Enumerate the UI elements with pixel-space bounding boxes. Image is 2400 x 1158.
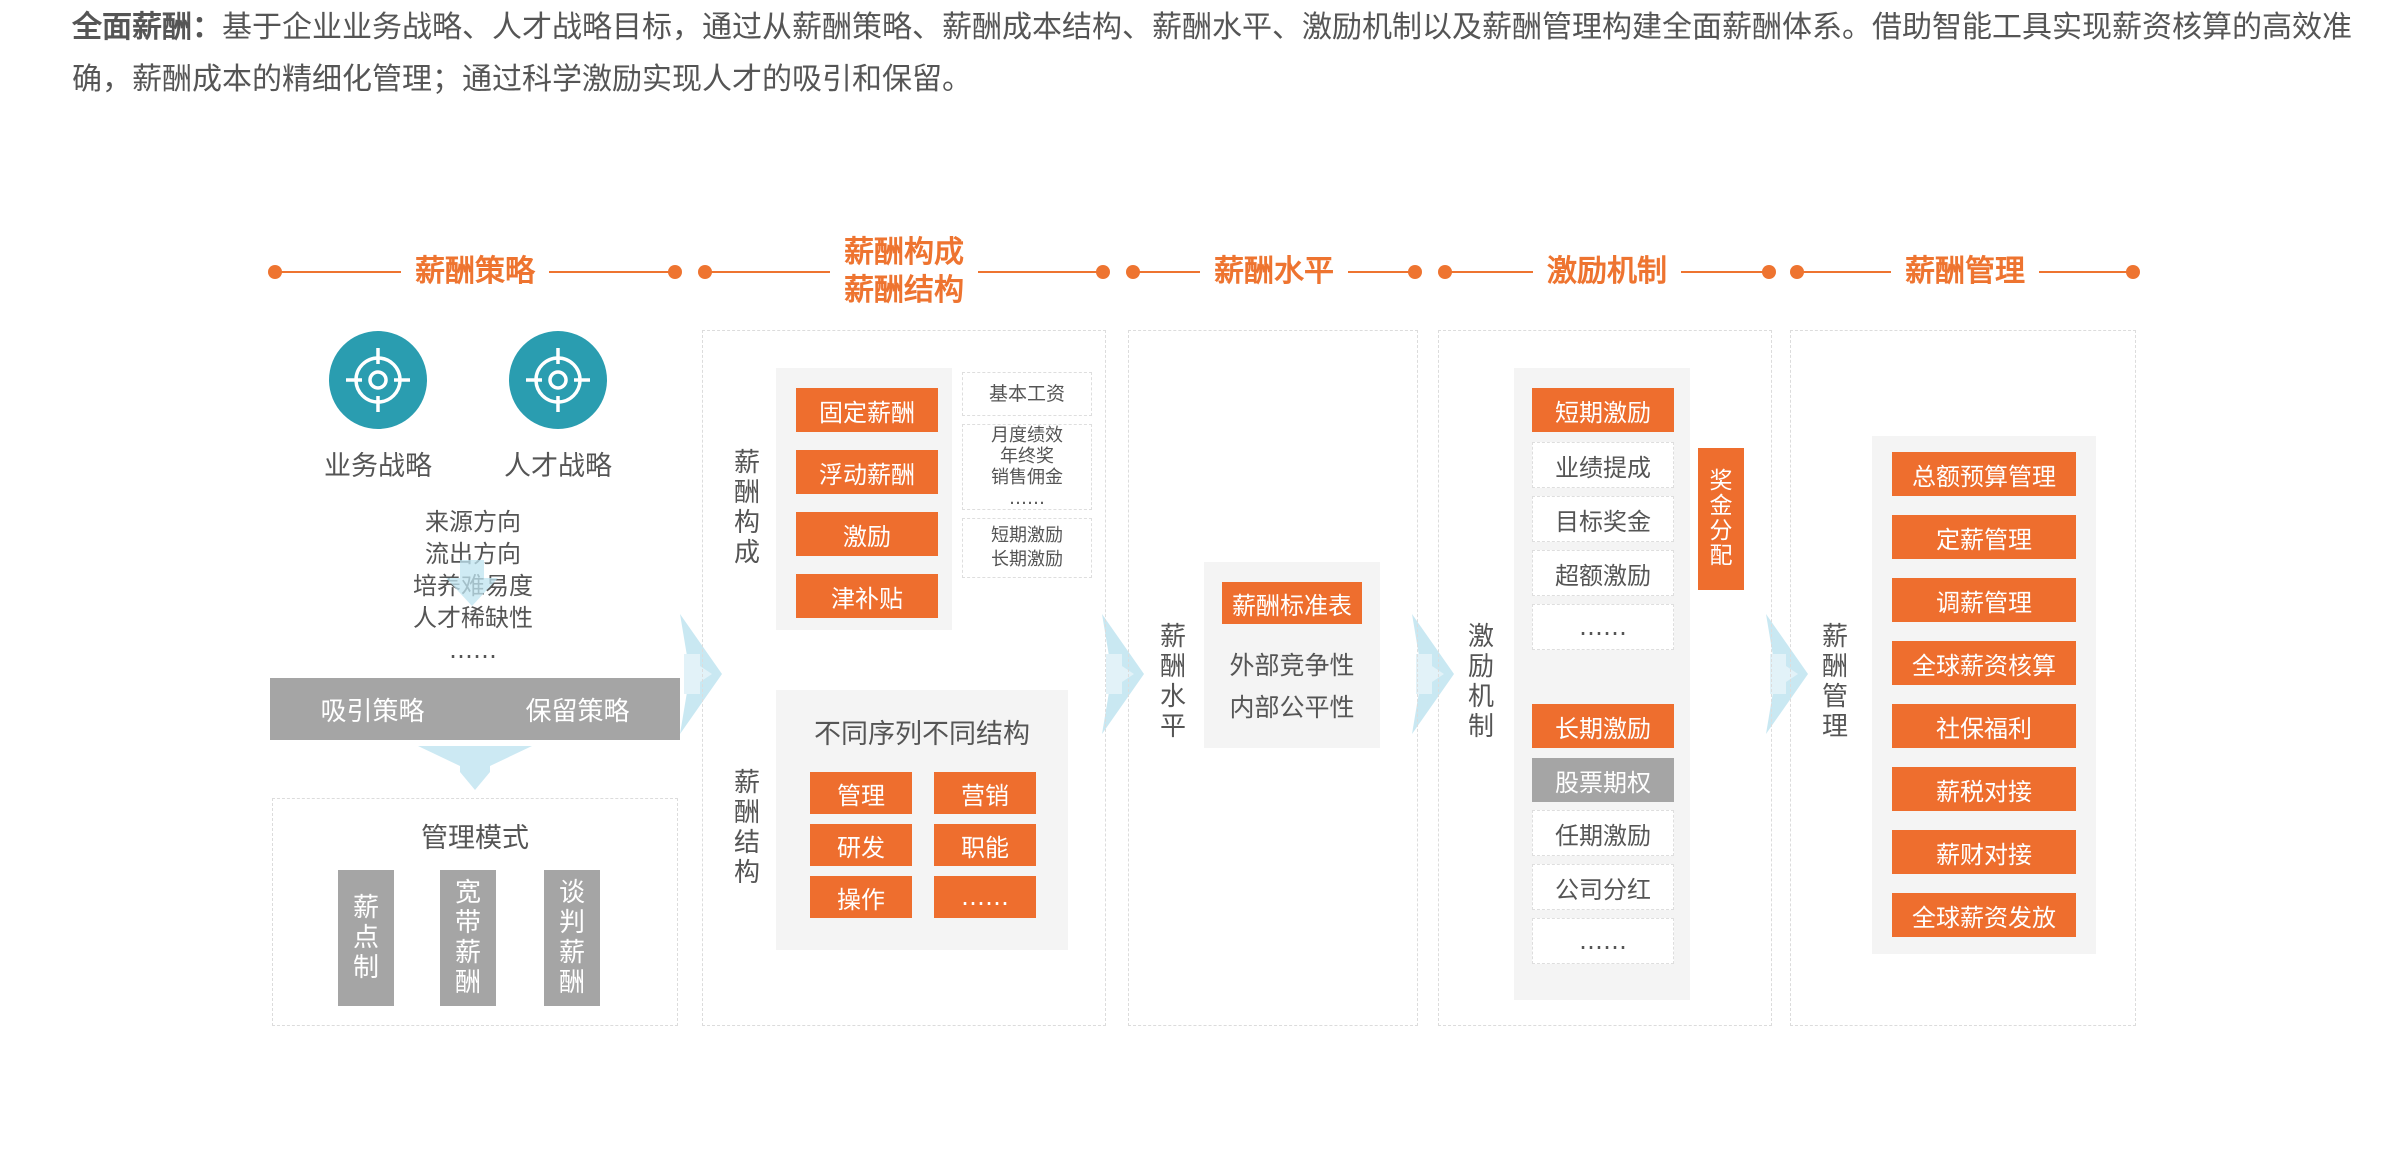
- header-management: 薪酬管理: [1790, 232, 2140, 312]
- incentive-item: 超额激励: [1532, 550, 1674, 596]
- factor-item: ……: [449, 636, 497, 664]
- business-strategy-label: 业务战略: [324, 451, 432, 482]
- talent-strategy-label: 人才战略: [504, 451, 612, 482]
- incentive-label: 激励机制: [1467, 622, 1494, 742]
- incentive-item: 业绩提成: [1532, 442, 1674, 488]
- management-item: 薪税对接: [1892, 767, 2076, 811]
- composition-label: 薪酬构成: [733, 448, 760, 568]
- management-item: 总额预算管理: [1892, 452, 2076, 496]
- down-arrow-icon: [446, 560, 498, 606]
- header-strategy-title: 薪酬策略: [401, 253, 549, 291]
- structure-item: 研发: [810, 824, 912, 866]
- detail-text: 基本工资: [988, 382, 1065, 405]
- stock-option-item: 股票期权: [1532, 758, 1674, 802]
- right-arrow-icon: [1412, 614, 1454, 734]
- detail-text: 月度绩效 年终奖 销售佣金 ……: [991, 425, 1063, 509]
- factor-item: 来源方向: [425, 508, 521, 536]
- structure-label: 薪酬结构: [733, 768, 760, 888]
- composition-item: 固定薪酬: [796, 388, 938, 432]
- detail-text: 短期激励 长期激励: [991, 525, 1063, 570]
- header-incentive-title: 激励机制: [1533, 253, 1681, 291]
- composition-item: 激励: [796, 512, 938, 556]
- incentive-item: ……: [1532, 604, 1674, 650]
- composition-panel: [702, 330, 1106, 1026]
- mode-card: 谈判薪酬: [544, 870, 600, 1006]
- mode-label: 宽带薪酬: [454, 878, 481, 998]
- strategy-bar: 吸引策略 保留策略: [270, 678, 680, 740]
- attract-strategy-label: 吸引策略: [320, 696, 425, 727]
- management-item: 调薪管理: [1892, 578, 2076, 622]
- bonus-distribution-item: 奖金分配: [1698, 448, 1744, 590]
- management-box: [1872, 436, 2096, 954]
- structure-item: 操作: [810, 876, 912, 918]
- header-strategy: 薪酬策略: [268, 232, 682, 312]
- management-item: 全球薪资核算: [1892, 641, 2076, 685]
- composition-item: 浮动薪酬: [796, 450, 938, 494]
- right-arrow-icon: [680, 614, 722, 734]
- management-label: 薪酬管理: [1821, 622, 1848, 742]
- intro-paragraph: 全面薪酬：基于企业业务战略、人才战略目标，通过从薪酬策略、薪酬成本结构、薪酬水平…: [72, 2, 2372, 106]
- composition-detail: 基本工资: [962, 372, 1092, 416]
- header-management-title: 薪酬管理: [1891, 253, 2039, 291]
- long-term-incentive-title: 长期激励: [1532, 704, 1674, 748]
- management-item: 全球薪资发放: [1892, 893, 2076, 937]
- structure-title: 不同序列不同结构: [814, 719, 1030, 750]
- structure-item: 营销: [934, 772, 1036, 814]
- management-mode-title: 管理模式: [421, 823, 529, 854]
- management-mode-panel: [272, 798, 678, 1026]
- composition-detail: 短期激励 长期激励: [962, 518, 1092, 578]
- right-arrow-icon: [1766, 614, 1808, 734]
- level-label: 薪酬水平: [1159, 622, 1186, 742]
- header-composition-title: 薪酬构成 薪酬结构: [830, 234, 978, 310]
- structure-item: ……: [934, 876, 1036, 918]
- factor-list: 来源方向 流出方向 培养难易度 人才稀缺性 ……: [388, 506, 558, 666]
- retain-strategy-label: 保留策略: [525, 696, 630, 727]
- composition-detail: 月度绩效 年终奖 销售佣金 ……: [962, 424, 1092, 510]
- mode-card: 宽带薪酬: [440, 870, 496, 1006]
- structure-item: 职能: [934, 824, 1036, 866]
- incentive-item: 任期激励: [1532, 810, 1674, 856]
- right-arrow-icon: [1102, 614, 1144, 734]
- header-level-title: 薪酬水平: [1200, 253, 1348, 291]
- management-item: 社保福利: [1892, 704, 2076, 748]
- target-icon: [329, 331, 427, 429]
- incentive-item: 目标奖金: [1532, 496, 1674, 542]
- intro-text: 基于企业业务战略、人才战略目标，通过从薪酬策略、薪酬成本结构、薪酬水平、激励机制…: [72, 10, 2352, 97]
- intro-bold-label: 全面薪酬：: [72, 10, 222, 45]
- external-competitiveness: 外部竞争性: [1229, 651, 1355, 680]
- header-incentive: 激励机制: [1438, 232, 1776, 312]
- mode-card: 薪点制: [338, 870, 394, 1006]
- header-level: 薪酬水平: [1126, 232, 1422, 312]
- factor-item: 人才稀缺性: [413, 604, 533, 632]
- salary-table-item: 薪酬标准表: [1222, 582, 1362, 624]
- short-term-incentive-title: 短期激励: [1532, 388, 1674, 432]
- internal-fairness: 内部公平性: [1229, 693, 1355, 722]
- target-icon: [509, 331, 607, 429]
- bonus-distribution-label: 奖金分配: [1709, 468, 1733, 569]
- management-item: 定薪管理: [1892, 515, 2076, 559]
- incentive-item: 公司分红: [1532, 864, 1674, 910]
- structure-item: 管理: [810, 772, 912, 814]
- incentive-panel: [1438, 330, 1772, 1026]
- level-panel: [1128, 330, 1418, 1026]
- down-arrow-icon: [418, 746, 532, 790]
- header-composition: 薪酬构成 薪酬结构: [698, 232, 1110, 312]
- mode-label: 谈判薪酬: [558, 878, 585, 998]
- management-panel: [1790, 330, 2136, 1026]
- incentive-item: ……: [1532, 918, 1674, 964]
- management-item: 薪财对接: [1892, 830, 2076, 874]
- composition-item: 津补贴: [796, 574, 938, 618]
- mode-label: 薪点制: [352, 893, 379, 983]
